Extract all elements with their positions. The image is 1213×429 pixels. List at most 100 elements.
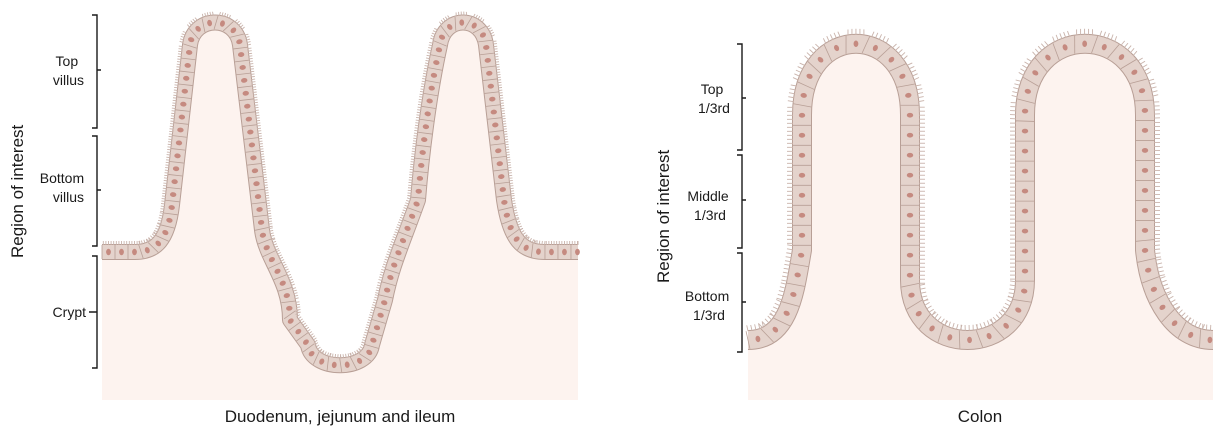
cell-nucleus — [1022, 149, 1028, 154]
microvillus — [778, 294, 784, 296]
microvillus — [1033, 52, 1037, 57]
microvillus — [798, 67, 803, 69]
microvillus — [439, 22, 441, 25]
microvillus — [307, 329, 310, 331]
microvillus — [984, 322, 986, 328]
microvillus — [796, 70, 801, 72]
microvillus — [1138, 58, 1143, 61]
microvillus — [815, 44, 819, 48]
microvillus — [1184, 315, 1188, 319]
microvillus — [901, 52, 905, 56]
cell-nucleus — [1142, 188, 1148, 193]
microvillus — [785, 261, 791, 262]
microvillus — [810, 50, 814, 54]
microvillus — [304, 325, 307, 327]
middle-third-label: Middle 1/3rd — [687, 188, 732, 223]
colon-panel: Region of interest Top 1/3rd Middle 1/3r… — [654, 29, 1213, 426]
microvillus — [1154, 249, 1160, 250]
microvillus — [511, 195, 515, 196]
microvillus — [823, 38, 825, 43]
microvillus — [993, 317, 997, 321]
bottom-villus-label: Bottom villus — [40, 170, 88, 205]
microvillus — [312, 336, 315, 338]
microvillus — [1198, 323, 1201, 328]
microvillus — [340, 354, 341, 358]
microvillus — [161, 204, 165, 205]
cell-nucleus — [907, 113, 913, 118]
microvillus — [920, 288, 926, 289]
microvillus — [511, 198, 515, 199]
microvillus — [1154, 253, 1160, 254]
microvillus — [786, 257, 792, 258]
microvillus — [1154, 245, 1160, 246]
microvillus — [416, 117, 420, 118]
microvillus — [800, 63, 805, 65]
cell-nucleus — [1142, 148, 1148, 153]
microvillus — [1160, 276, 1166, 278]
microvillus — [999, 312, 1003, 316]
microvillus — [929, 309, 934, 312]
microvillus — [160, 209, 164, 210]
microvillus — [346, 354, 347, 358]
microvillus — [1008, 297, 1014, 298]
microvillus — [309, 331, 312, 333]
microvillus — [1035, 49, 1039, 54]
microvillus — [1168, 296, 1173, 299]
top-villus-label: Top villus — [53, 53, 84, 88]
microvillus — [1195, 321, 1198, 326]
microvillus — [980, 323, 982, 329]
microvillus — [511, 201, 515, 202]
bottom-third-label: Bottom 1/3rd — [685, 288, 733, 323]
cell-nucleus — [799, 213, 805, 218]
microvillus — [921, 296, 927, 297]
microvillus — [1188, 317, 1191, 322]
top-third-bracket — [737, 44, 746, 150]
small-intestine-panel: Region of interest Top villus Bottom vil… — [8, 12, 580, 426]
microvillus — [302, 323, 305, 325]
cell-nucleus — [1022, 249, 1028, 254]
microvillus — [794, 74, 799, 76]
microvillus — [441, 20, 443, 23]
microvillus — [779, 291, 785, 293]
microvillus — [807, 53, 811, 57]
microvillus — [1159, 275, 1165, 276]
microvillus — [907, 63, 912, 65]
cell-nucleus — [1142, 228, 1148, 233]
microvillus — [1172, 303, 1177, 306]
microvillus — [777, 298, 783, 300]
microvillus — [768, 316, 772, 320]
cell-nucleus — [799, 113, 805, 118]
crypt-bracket — [89, 256, 97, 368]
microvillus — [237, 21, 240, 24]
left-axis-label: Region of interest — [8, 124, 27, 258]
microvillus — [240, 25, 243, 28]
microvillus — [418, 107, 422, 108]
cell-nucleus — [799, 173, 805, 178]
microvillus — [805, 56, 809, 60]
cell-nucleus — [907, 153, 913, 158]
microvillus — [786, 253, 792, 254]
colon-caption: Colon — [958, 407, 1002, 426]
cell-nucleus — [132, 249, 137, 255]
top-third-label: Top 1/3rd — [698, 81, 730, 116]
microvillus — [755, 324, 756, 330]
microvillus — [1158, 271, 1164, 272]
microvillus — [235, 19, 238, 22]
microvillus — [1140, 61, 1145, 64]
microvillus — [343, 354, 344, 358]
cell-nucleus — [106, 249, 111, 255]
microvillus — [191, 21, 194, 24]
microvillus — [1161, 280, 1167, 282]
cell-nucleus — [854, 41, 859, 47]
microvillus — [306, 327, 309, 329]
microvillus — [189, 23, 192, 26]
microvillus — [150, 236, 153, 239]
microvillus — [187, 25, 190, 28]
microvillus — [239, 23, 242, 26]
microvillus — [952, 323, 954, 329]
microvillus — [914, 77, 919, 79]
microvillus — [1144, 68, 1149, 71]
crypt-label: Crypt — [53, 304, 87, 320]
microvillus — [1009, 289, 1015, 290]
